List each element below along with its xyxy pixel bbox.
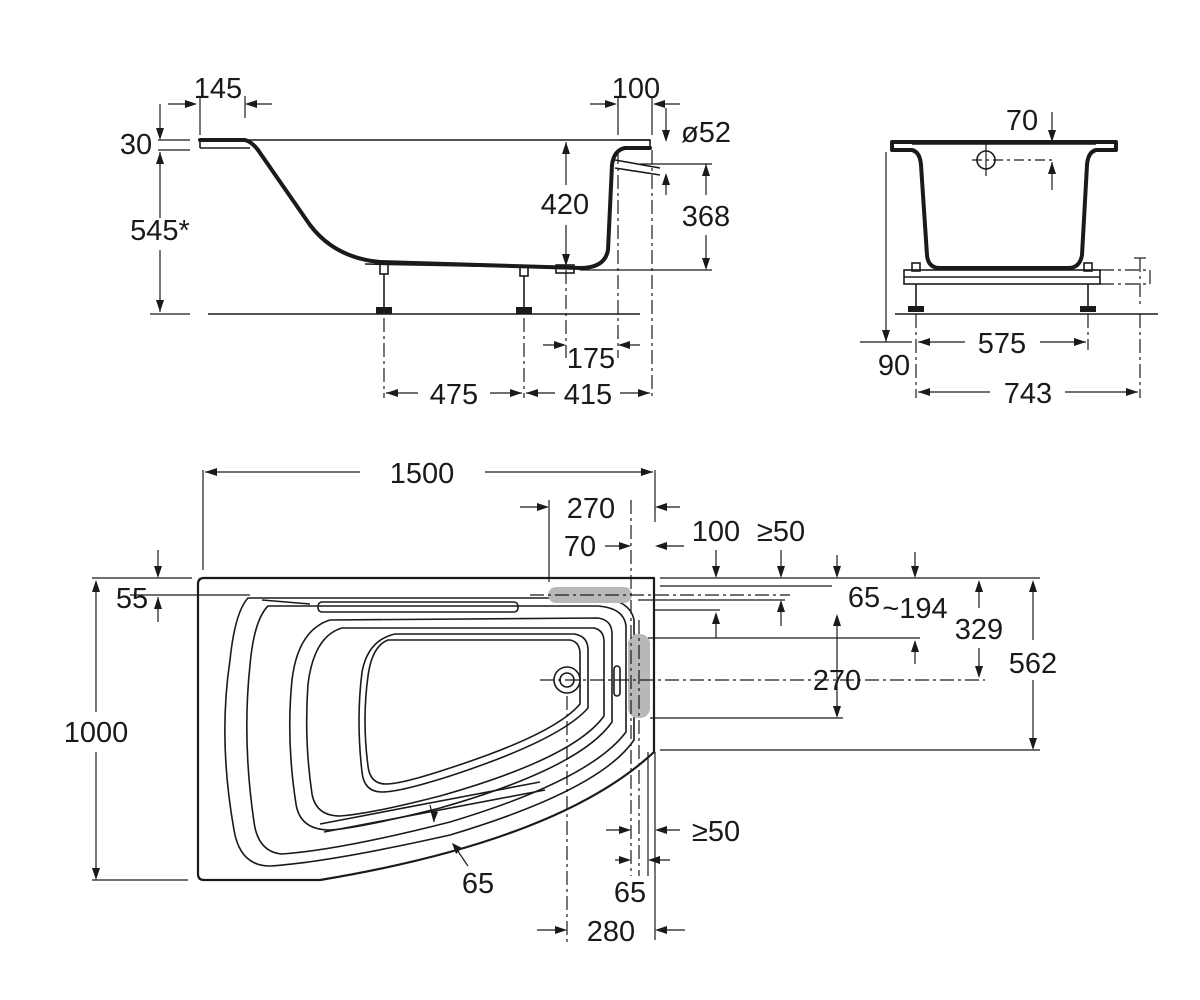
base-line — [364, 263, 576, 269]
dim-clearance-a: 100 — [692, 516, 740, 548]
dim-drain-offset: 175 — [567, 343, 615, 375]
dim-rim-thickness: 30 — [120, 129, 152, 161]
dim-approx-194: ~194 — [882, 593, 947, 625]
dim-drain-pos: 280 — [587, 916, 635, 948]
dim-rim-left: 145 — [194, 73, 242, 105]
basin — [358, 633, 589, 793]
rim-right — [620, 139, 651, 148]
dim-tap-offset: 70 — [564, 531, 596, 563]
dim-overflow-diameter: ø52 — [681, 117, 731, 149]
drain — [555, 264, 575, 274]
plan-view: 1500 270 70 100 ≥50 65 ~194 — [64, 458, 1057, 948]
overflow-pipe-2 — [614, 167, 661, 176]
end-view: 70 90 575 743 — [860, 105, 1158, 410]
dim-overflow-height: 368 — [682, 201, 730, 233]
side-view: 145 100 30 545* 420 ø52 368 — [120, 73, 731, 411]
dim-tap-zone: 270 — [567, 493, 615, 525]
inner-contour-3 — [288, 617, 613, 831]
leg-1-foot — [376, 307, 392, 314]
dim-leg-height: 90 — [878, 350, 910, 382]
dim-clearance-bottom: ≥50 — [692, 816, 740, 848]
overflow-pipe — [614, 159, 661, 169]
rim-left — [198, 138, 260, 152]
leg-1-top — [379, 263, 389, 275]
dim-leg-to-end: 415 — [564, 379, 612, 411]
dim-leg-span-inner: 575 — [978, 328, 1026, 360]
tub-section — [890, 140, 1118, 270]
dim-leg-spacing: 475 — [430, 379, 478, 411]
dim-329: 329 — [955, 614, 1003, 646]
dim-rim-front: 55 — [116, 583, 148, 615]
dim-height-total: 545* — [130, 215, 190, 247]
basin-inner — [364, 639, 581, 785]
dim-rim-side: 65 — [848, 582, 880, 614]
dim-562: 562 — [1009, 648, 1057, 680]
dim-rim-curve: 65 — [462, 868, 494, 900]
dim-270-side: 270 — [813, 665, 861, 697]
inner-contour-2 — [246, 605, 627, 855]
leg-2-foot — [516, 307, 532, 314]
inner-contour-4 — [305, 627, 605, 817]
dim-rim-right: 100 — [612, 73, 660, 105]
overflow-slot — [613, 665, 621, 697]
dim-leg-span-outer: 743 — [1004, 378, 1052, 410]
headrest-bar — [317, 601, 519, 613]
dim-overflow-offset: 70 — [1006, 105, 1038, 137]
dim-inner-depth: 420 — [541, 189, 589, 221]
dim-length: 1500 — [390, 458, 455, 490]
tub-outline — [196, 576, 656, 882]
tub-profile — [256, 146, 652, 270]
dim-rim-end: 65 — [614, 877, 646, 909]
dim-clearance-b: ≥50 — [757, 516, 805, 548]
inner-contour-1 — [224, 597, 635, 867]
dim-width: 1000 — [64, 717, 129, 749]
